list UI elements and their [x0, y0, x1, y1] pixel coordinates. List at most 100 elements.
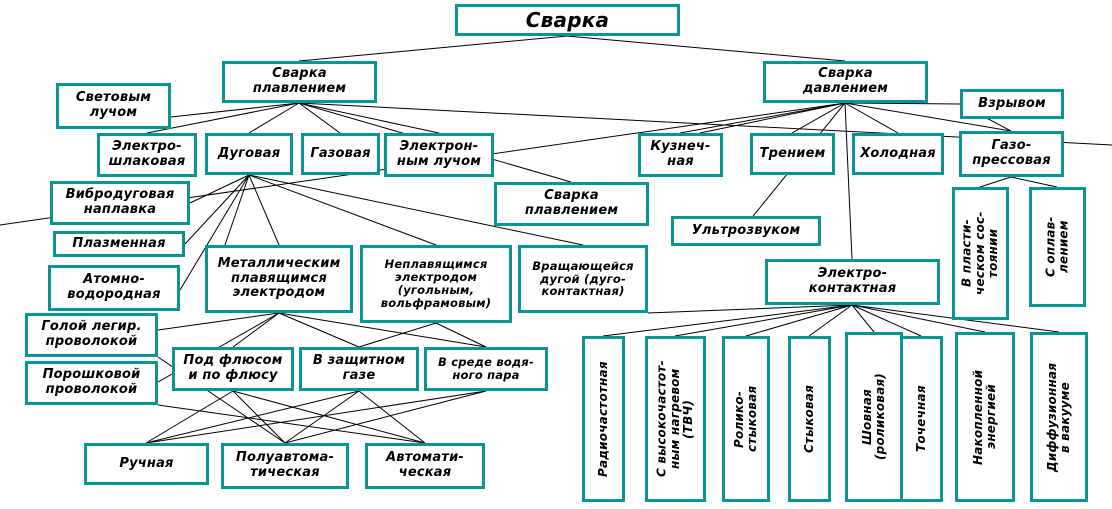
- connector-line: [1010, 176, 1058, 188]
- connector-line: [844, 102, 899, 134]
- node-label: Шовная(роликовая): [859, 373, 887, 461]
- node-forge[interactable]: Кузнеч-ная: [638, 133, 723, 177]
- connector-line: [298, 102, 341, 134]
- node-melting[interactable]: С оплав-лением: [1029, 187, 1086, 307]
- node-seam[interactable]: Шовная(роликовая): [845, 332, 903, 502]
- node-explosion[interactable]: Взрывом: [960, 89, 1064, 119]
- node-label: Радиочастотная: [595, 361, 610, 477]
- node-auto[interactable]: Автомати-ческая: [365, 443, 485, 489]
- node-butt[interactable]: Стыковая: [788, 336, 831, 502]
- connector-line: [145, 390, 360, 444]
- node-gas[interactable]: Газовая: [301, 133, 380, 175]
- node-hfheat[interactable]: С высокочастот-ным нагревом(ТВЧ): [645, 336, 706, 502]
- node-arc[interactable]: Дуговая: [205, 133, 293, 175]
- node-friction[interactable]: Трением: [750, 133, 835, 175]
- connector-line: [699, 102, 846, 134]
- connector-line: [745, 304, 853, 337]
- node-label: Взрывом: [978, 95, 1046, 111]
- connector-line: [232, 390, 286, 444]
- node-atomhydro[interactable]: Атомно-водородная: [48, 265, 180, 311]
- node-label: В пласти-ческом сос-тоянии: [959, 211, 1001, 296]
- node-radiofreq[interactable]: Радиочастотная: [582, 336, 625, 502]
- connector-line: [248, 174, 280, 246]
- node-steam[interactable]: В среде водя-ного пара: [424, 347, 548, 391]
- node-rollerbutt[interactable]: Ролико-стыковая: [722, 336, 770, 502]
- node-label: Электрон-ным лучом: [396, 139, 482, 169]
- node-label: Сварка: [525, 7, 610, 32]
- connector-line: [224, 174, 250, 246]
- connector-line: [248, 174, 437, 246]
- connector-line: [232, 390, 426, 444]
- node-plasma[interactable]: Плазменная: [53, 231, 185, 257]
- node-plastic[interactable]: В пласти-ческом сос-тоянии: [952, 187, 1009, 320]
- connector-line: [232, 312, 280, 348]
- connector-line: [157, 312, 280, 331]
- node-label: Голой легир.проволокой: [41, 319, 142, 349]
- node-electroslag[interactable]: Электро-шлаковая: [97, 133, 197, 177]
- node-manual[interactable]: Ручная: [84, 443, 209, 485]
- connector-line: [278, 312, 360, 348]
- connector-line: [184, 174, 250, 245]
- node-label: Кузнеч-ная: [650, 139, 711, 169]
- connector-line: [248, 102, 300, 134]
- connector-line: [566, 35, 846, 62]
- node-gaspress[interactable]: Газо-прессовая: [959, 131, 1064, 177]
- connector-line: [284, 390, 487, 444]
- node-label: Плазменная: [72, 235, 166, 251]
- node-label: С оплав-лением: [1043, 216, 1071, 278]
- node-bare[interactable]: Голой легир.проволокой: [25, 313, 158, 357]
- connector-line: [170, 102, 300, 118]
- node-label: Трением: [759, 145, 826, 161]
- node-label: Ролико-стыковая: [731, 385, 759, 453]
- connector-line: [791, 102, 846, 134]
- node-label: Ультрозвуком: [691, 222, 801, 238]
- connector-line: [157, 404, 426, 444]
- node-label: Стыковая: [801, 385, 816, 453]
- node-label: Газовая: [310, 145, 371, 161]
- connector-line: [647, 304, 853, 314]
- connector-line: [145, 390, 487, 444]
- connector-line: [298, 35, 568, 62]
- node-spot[interactable]: Точечная: [900, 336, 943, 502]
- node-ultrasound[interactable]: Ультрозвуком: [671, 216, 821, 246]
- node-electrocontact[interactable]: Электро-контактная: [765, 259, 940, 305]
- connector-line: [844, 102, 961, 105]
- connector-line: [284, 390, 360, 444]
- connector-line: [189, 174, 250, 204]
- node-root[interactable]: Сварка: [455, 4, 680, 36]
- node-label: Электро-контактная: [808, 266, 897, 296]
- node-label: В среде водя-ного пара: [438, 355, 534, 382]
- node-cold[interactable]: Холодная: [852, 133, 944, 175]
- node-electronbeam[interactable]: Электрон-ным лучом: [384, 133, 494, 177]
- node-semiauto[interactable]: Полуавтома-тическая: [221, 443, 349, 489]
- connector-line: [298, 102, 440, 134]
- connector-line: [358, 322, 437, 348]
- connector-line: [679, 102, 846, 134]
